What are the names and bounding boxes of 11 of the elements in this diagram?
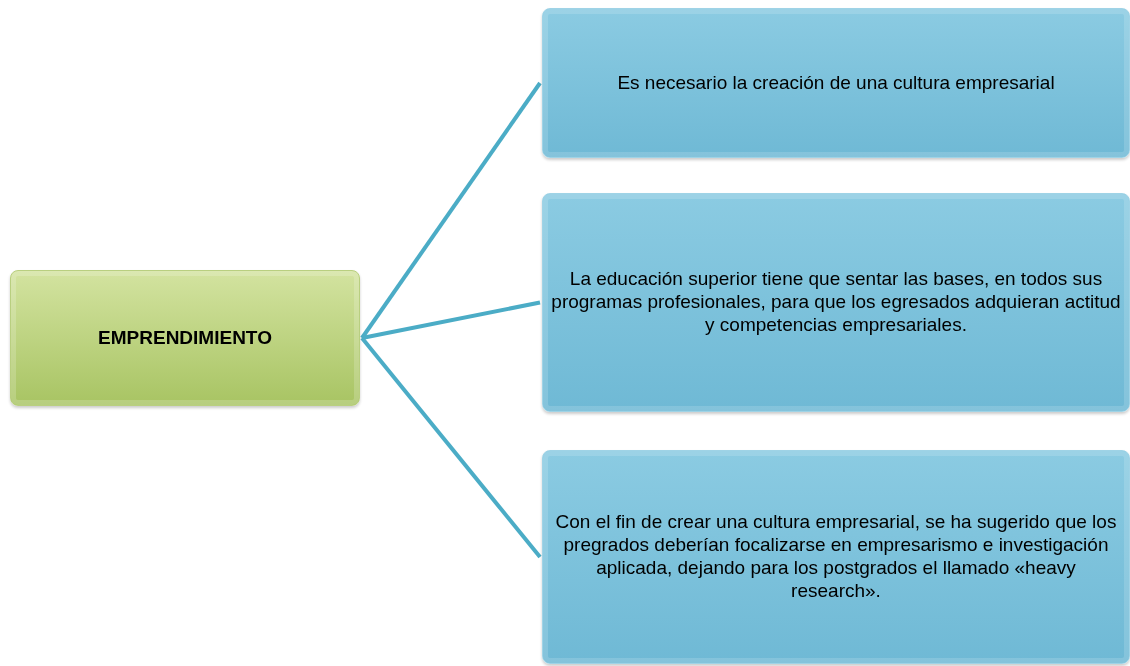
connector-line xyxy=(360,81,542,340)
box-text: Con el fin de crear una cultura empresarial, se ha sugerido que los pregrados deberían focalizarse en empresarismo e investigación aplicada, dejando para los postgrados el llamado «heavy research». xyxy=(554,511,1118,603)
idea-box xyxy=(542,450,1130,664)
box-text: La educación superior tiene que sentar las bases, en todos sus programas profesionales, para que los egresados adquieran actitud y competencias empresariales. xyxy=(551,268,1121,337)
topic-box xyxy=(10,270,360,406)
connector-line xyxy=(360,336,542,559)
box-text: EMPRENDIMIENTO xyxy=(98,326,272,350)
idea-box xyxy=(542,8,1130,158)
idea-box xyxy=(542,193,1130,412)
box-text: Es necesario la creación de una cultura empresarial xyxy=(617,71,1055,95)
connector-line xyxy=(361,300,541,340)
